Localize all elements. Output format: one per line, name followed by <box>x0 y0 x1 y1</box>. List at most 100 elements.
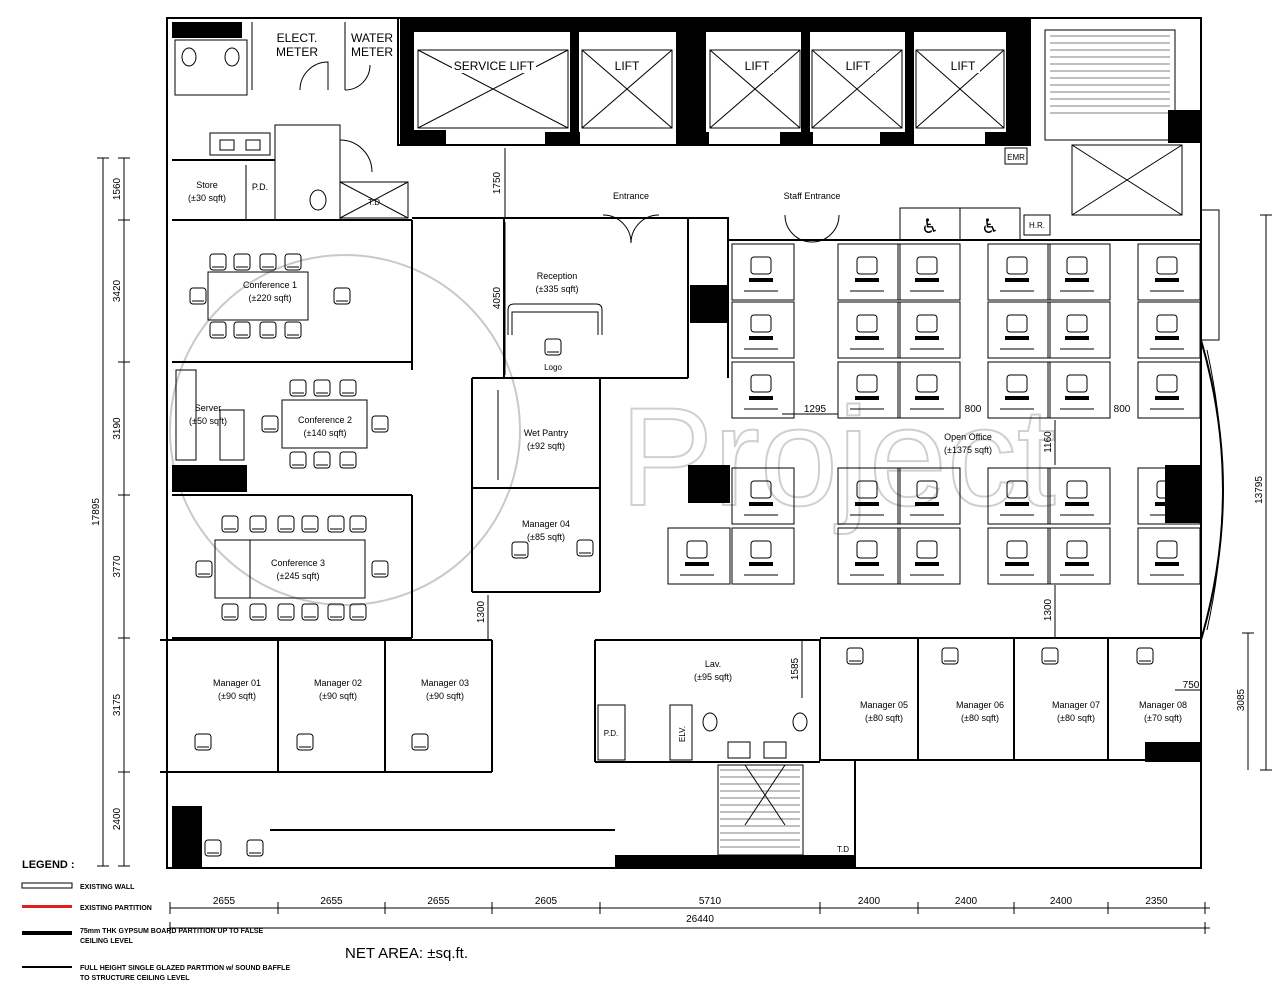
conference-1: Conference 1 (±220 sqft) <box>207 271 309 321</box>
dim-left-segment: 3190 <box>112 417 123 440</box>
workstation <box>731 301 795 359</box>
legend-swatch-partition <box>22 905 72 908</box>
chair-icon <box>261 415 279 433</box>
conference-3: Conference 3 (±245 sqft) <box>214 539 366 599</box>
lift-core: SERVICE LIFT LIFT LIFT LIFT <box>400 18 1030 146</box>
lift-2: LIFT <box>709 49 801 129</box>
dim-left-segment: 2400 <box>112 807 123 830</box>
logo-label: Logo <box>544 363 562 372</box>
manager-rooms-south: Manager 01 (±90 sqft) Manager 02 (±90 sq… <box>160 639 615 868</box>
accessible-toilets: ♿ ♿ H.R. <box>899 207 1051 241</box>
central-core: Reception (±335 sqft) Logo Wet Pantry (±… <box>412 191 840 593</box>
lift-1-label: LIFT <box>615 59 640 73</box>
conf2-area: (±140 sqft) <box>304 428 347 438</box>
workstation <box>667 527 731 585</box>
wet-pantry-name: Wet Pantry <box>524 428 569 438</box>
chair-icon <box>289 379 307 397</box>
pd-top-label: P.D. <box>252 182 268 192</box>
manager-07: Manager 07 (±80 sqft) <box>1052 700 1100 723</box>
dim-800-b: 800 <box>1114 404 1131 415</box>
workstation <box>987 243 1051 301</box>
chair-icon <box>349 515 367 533</box>
store-area: (±30 sqft) <box>188 193 226 203</box>
manager05-name: Manager 05 <box>860 700 908 710</box>
chair-icon <box>544 338 562 356</box>
chair-icon <box>246 839 264 857</box>
chair-icon <box>289 451 307 469</box>
chair-icon <box>333 287 351 305</box>
workstation <box>1047 301 1111 359</box>
workstation <box>987 527 1051 585</box>
curved-facade <box>1200 209 1224 641</box>
dim-1160: 1160 <box>1043 431 1054 453</box>
td-label-bottom: T.D <box>837 845 849 854</box>
open-office-name: Open Office <box>944 432 992 442</box>
manager08-name: Manager 08 <box>1139 700 1187 710</box>
manager08-area: (±70 sqft) <box>1144 713 1182 723</box>
chair-icon <box>411 733 429 751</box>
workstation <box>837 527 901 585</box>
workstation <box>837 361 901 419</box>
lift-3-label: LIFT <box>846 59 871 73</box>
dim-left-segment: 1560 <box>112 177 123 200</box>
manager06-area: (±80 sqft) <box>961 713 999 723</box>
service-area: ELECT. METER WATER METER T.D <box>172 22 409 221</box>
dim-bottom-segment: 2655 <box>213 896 236 907</box>
net-area: NET AREA: ±sq.ft. <box>345 945 468 962</box>
workstation <box>1137 467 1201 525</box>
chair-icon <box>233 321 251 339</box>
emr-label: EMR <box>1007 153 1025 162</box>
lift-3: LIFT <box>811 49 903 129</box>
elect-meter-line1: ELECT. <box>277 31 318 45</box>
conf1-area: (±220 sqft) <box>249 293 292 303</box>
water-meter-line1: WATER <box>351 31 393 45</box>
wheelchair-icon: ♿ <box>921 214 939 238</box>
chair-icon <box>371 415 389 433</box>
manager-03: Manager 03 (±90 sqft) <box>421 678 469 701</box>
workstation <box>837 243 901 301</box>
workstation <box>1047 361 1111 419</box>
manager04-name: Manager 04 <box>522 519 570 529</box>
lift-1: LIFT <box>581 49 673 129</box>
manager-08: Manager 08 (±70 sqft) <box>1139 700 1187 723</box>
legend-item-4-line1: FULL HEIGHT SINGLE GLAZED PARTITION w/ S… <box>80 965 290 972</box>
dim-1300-b: 1300 <box>1043 598 1054 621</box>
manager06-name: Manager 06 <box>956 700 1004 710</box>
manager03-name: Manager 03 <box>421 678 469 688</box>
manager-05: Manager 05 (±80 sqft) <box>860 700 908 723</box>
lavatory: Lav. (±95 sqft) P.D. ELV. T.D <box>594 639 856 868</box>
chairs <box>189 253 1154 857</box>
workstation <box>897 301 961 359</box>
legend-swatch-gypsum <box>22 931 72 935</box>
workstation <box>897 467 961 525</box>
chair-icon <box>209 321 227 339</box>
open-office: Open Office (±1375 sqft) ♿ ♿ H.R. EMR <box>667 147 1201 585</box>
dim-1585: 1585 <box>790 657 801 680</box>
manager-rooms-east: Manager 05 (±80 sqft) Manager 06 (±80 sq… <box>820 637 1201 762</box>
store-room: Store (±30 sqft) P.D. <box>188 180 268 203</box>
lav-name: Lav. <box>705 659 721 669</box>
service-lift-label: SERVICE LIFT <box>454 59 535 73</box>
dim-750: 750 <box>1183 680 1200 691</box>
chair-icon <box>249 515 267 533</box>
dim-bottom-segment: 2605 <box>535 896 558 907</box>
chair-icon <box>221 515 239 533</box>
dim-right-total: 13795 <box>1254 476 1265 504</box>
chair-icon <box>301 603 319 621</box>
chair-icon <box>195 560 213 578</box>
conference-block: Conference 1 (±220 sqft) Server (±50 sqf… <box>172 219 413 639</box>
water-meter-line2: METER <box>351 45 393 59</box>
workstation <box>1047 243 1111 301</box>
legend-title: LEGEND : <box>22 859 75 871</box>
workstation <box>897 361 961 419</box>
chair-icon <box>313 379 331 397</box>
chair-icon <box>301 515 319 533</box>
wet-pantry: Wet Pantry (±92 sqft) <box>497 390 569 480</box>
workstation <box>837 467 901 525</box>
workstation <box>1047 467 1111 525</box>
dim-bottom-segment: 2400 <box>1050 896 1073 907</box>
chair-icon <box>277 603 295 621</box>
workstation <box>1137 527 1201 585</box>
reception-name: Reception <box>537 271 578 281</box>
